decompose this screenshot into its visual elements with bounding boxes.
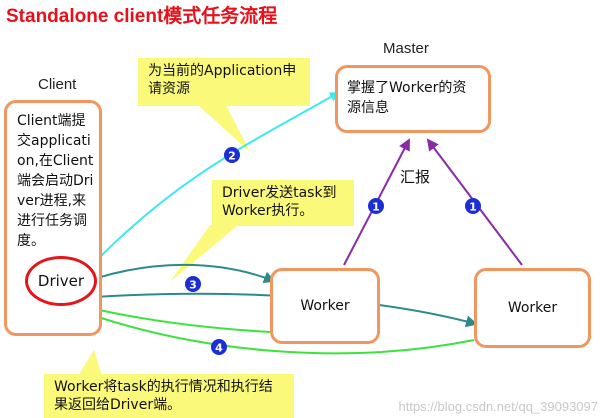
diagram-title: Standalone client模式任务流程 (6, 6, 278, 27)
report-edge-label: 汇报 (400, 168, 431, 186)
arrow-task-worker-1 (96, 263, 276, 283)
note-report-pointer (78, 350, 102, 376)
note-send-pointer (170, 225, 238, 282)
svg-text:4: 4 (215, 342, 223, 355)
svg-text:3: 3 (189, 279, 197, 292)
master-label: Master (383, 40, 429, 57)
step-badge-task-1: 3 (185, 276, 201, 292)
note-apply-pointer (198, 105, 250, 152)
svg-text:1: 1 (372, 201, 380, 214)
svg-text:2: 2 (228, 150, 236, 163)
arrow-result-worker-1 (80, 302, 271, 333)
svg-text:1: 1 (469, 201, 477, 214)
worker-node-1: Worker (270, 268, 380, 344)
arrow-result-worker-2 (70, 305, 475, 355)
worker-node-2: Worker (474, 268, 591, 348)
step-badge-apply: 2 (224, 147, 240, 163)
client-label: Client (38, 76, 77, 93)
driver-label: Driver (37, 272, 85, 290)
client-description: Client端提交application,在Client端会启动Driver进程… (17, 113, 94, 249)
note-report-result: Worker将task的执行情况和执行结果返回给Driver端。 (44, 374, 294, 418)
step-badge-report-1: 1 (368, 198, 384, 214)
watermark: https://blog.csdn.net/qq_39093097 (398, 399, 599, 414)
note-apply-resources: 为当前的Application申请资源 (138, 58, 310, 106)
worker-label: Worker (300, 298, 350, 314)
step-badge-report-2: 1 (465, 198, 481, 214)
master-box (335, 65, 491, 133)
worker-label: Worker (507, 300, 558, 316)
note-send-task: Driver发送task到Worker执行。 (212, 180, 354, 226)
master-description: 掌握了Worker的资源信息 (347, 80, 467, 116)
step-badge-result: 4 (211, 339, 227, 355)
arrow-apply-resources (91, 92, 340, 266)
driver-node: Driver (25, 256, 97, 306)
